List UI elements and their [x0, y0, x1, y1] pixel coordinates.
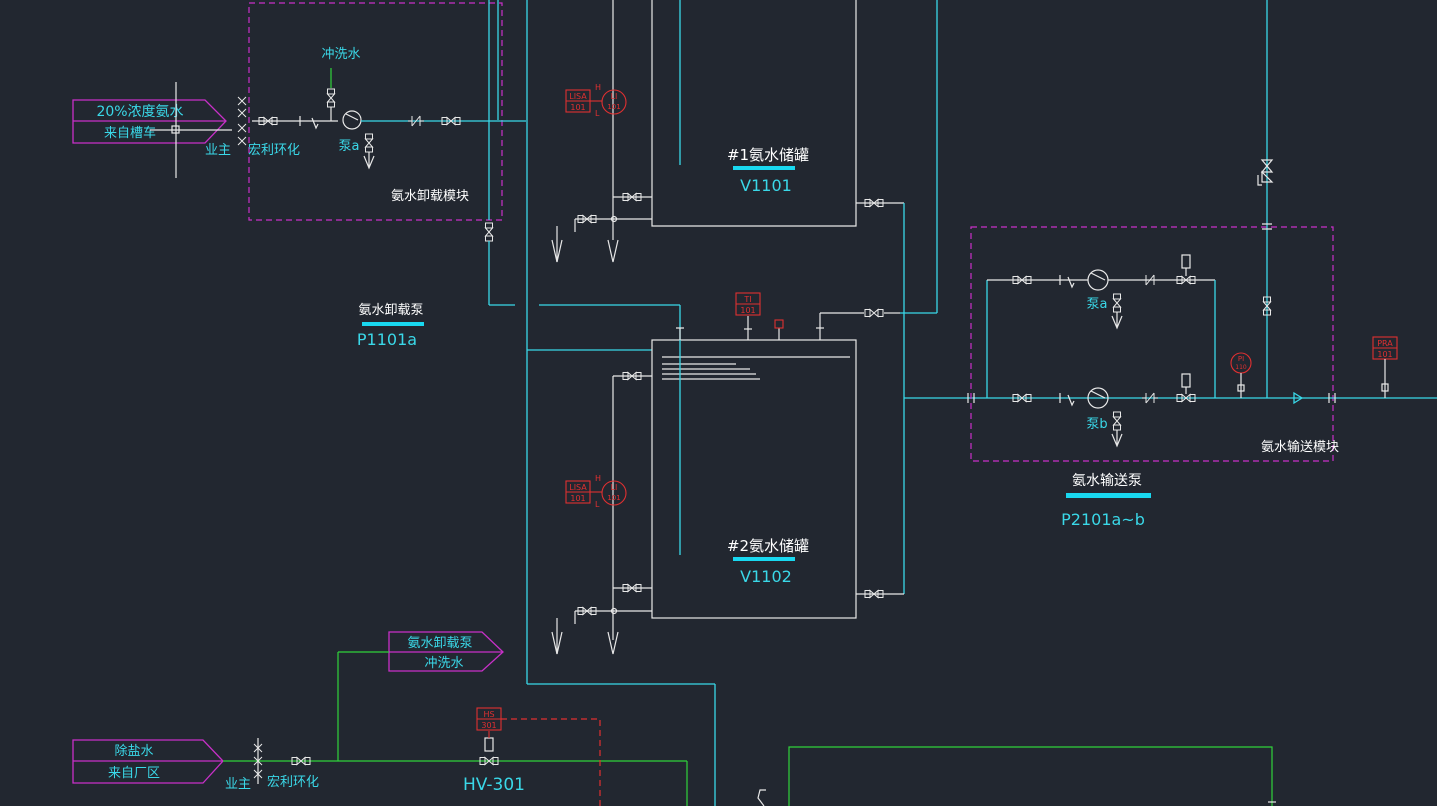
lisa1-num: 101	[570, 103, 585, 112]
lisa1-l: L	[595, 109, 600, 118]
tank1-tag: V1101	[740, 176, 792, 195]
transfer-module-label: 氨水输送模块	[1261, 439, 1339, 455]
li2-num: 101	[607, 494, 620, 502]
hs-tag: HS	[483, 710, 494, 719]
water-inlet-line1: 除盐水	[114, 744, 153, 759]
pi-tag: PI	[1238, 355, 1244, 363]
ti-num: 101	[740, 306, 755, 315]
unload-module-boundary	[248, 2, 503, 221]
transfer-module-boundary	[970, 226, 1334, 462]
flush-outlet-line2: 冲洗水	[424, 656, 463, 671]
unload-pump-tag: P1101a	[357, 330, 417, 349]
ammonia-inlet-line1: 20%浓度氨水	[96, 104, 183, 120]
tank1-body	[651, 0, 857, 227]
tank2-name: #2氨水储罐	[727, 537, 809, 555]
owner-label-bottom: 业主	[225, 777, 251, 792]
transfer-pump-tag: P2101a~b	[1061, 510, 1145, 529]
pi-num: 110	[1235, 364, 1247, 371]
lisa1-h: H	[595, 83, 601, 92]
unload-pump-underline	[362, 322, 424, 326]
owner-label-top: 业主	[205, 143, 231, 158]
li1-tag: LI	[611, 92, 618, 101]
tank2-body	[651, 339, 857, 619]
hs-num: 301	[481, 721, 496, 730]
transfer-pump-name: 氨水输送泵	[1072, 473, 1142, 489]
lisa2-l: L	[595, 500, 600, 509]
water-inlet-line2: 来自厂区	[108, 766, 160, 781]
tank1-name: #1氨水储罐	[727, 146, 809, 164]
transfer-pump-b-icon	[1087, 387, 1109, 409]
ti-tag: TI	[743, 295, 751, 304]
pra-num: 101	[1377, 350, 1392, 359]
li1-bubble	[601, 89, 627, 115]
vendor-label-top: 宏利环化	[248, 143, 300, 158]
vendor-label-bottom: 宏利环化	[267, 775, 319, 790]
li2-bubble	[601, 480, 627, 506]
tank2-tag: V1102	[740, 567, 792, 586]
valve-tag: HV-301	[463, 775, 525, 795]
pump-a-label-transfer: 泵a	[1087, 297, 1108, 312]
lisa2-h: H	[595, 474, 601, 483]
pump-b-label: 泵b	[1086, 417, 1107, 432]
ammonia-inlet-line2: 来自槽车	[104, 125, 156, 141]
flush-outlet-flag	[388, 631, 504, 672]
unload-pump-icon	[342, 110, 362, 130]
li2-tag: LI	[611, 483, 618, 492]
unload-pump-name: 氨水卸载泵	[358, 302, 423, 318]
flush-water-label: 冲洗水	[321, 47, 360, 62]
lisa1-tag: LISA	[569, 92, 587, 101]
flush-outlet-line1: 氨水卸载泵	[407, 635, 472, 651]
lisa2-tag: LISA	[569, 483, 587, 492]
unload-module-label: 氨水卸载模块	[391, 188, 469, 204]
pump-a-label-unload: 泵a	[339, 139, 360, 154]
water-inlet-flag	[72, 739, 224, 784]
li1-num: 101	[607, 103, 620, 111]
pra-tag: PRA	[1377, 339, 1393, 348]
ammonia-inlet-flag	[72, 99, 227, 144]
lisa2-num: 101	[570, 494, 585, 503]
